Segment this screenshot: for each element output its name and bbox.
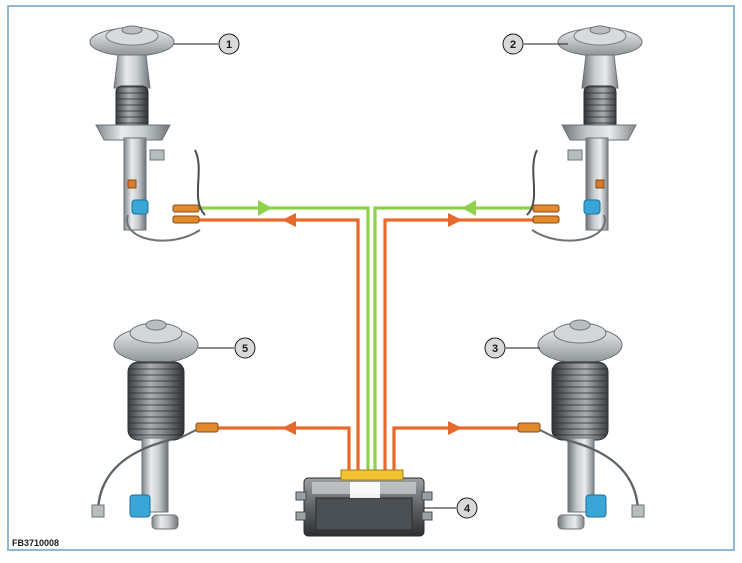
callout-circle-1: [218, 33, 240, 55]
callout-circle-5: [234, 337, 256, 359]
orange-line-front-right: [383, 218, 537, 474]
control-unit: [295, 469, 433, 537]
figure-id: FB3710008: [12, 538, 59, 548]
signal-lines: [198, 206, 537, 474]
orange-line-front-left: [198, 218, 360, 474]
arrow-green-front-left: [258, 200, 272, 216]
callout-label-4: 4: [464, 503, 471, 515]
front-right-strut: [526, 25, 643, 242]
callouts: 1 2 3 4 5: [174, 33, 568, 519]
callout-label-3: 3: [492, 343, 498, 355]
rear-left-strut: [91, 319, 219, 530]
signal-arrows: [258, 200, 476, 435]
arrow-orange-rear-right: [448, 421, 462, 435]
callout-circle-2: [502, 33, 524, 55]
orange-line-rear-left: [218, 426, 351, 474]
callout-circle-3: [484, 337, 506, 359]
green-line-front-left: [198, 206, 370, 474]
callout-label-5: 5: [242, 343, 248, 355]
front-left-strut: [89, 25, 206, 242]
green-line-front-right: [373, 206, 537, 474]
arrow-orange-front-right: [448, 213, 462, 227]
orange-line-rear-right: [392, 426, 524, 474]
callout-label-2: 2: [510, 39, 516, 51]
rear-right-strut: [517, 319, 645, 530]
arrow-orange-front-left: [282, 213, 296, 227]
callout-label-1: 1: [226, 39, 232, 51]
arrow-orange-rear-left: [282, 421, 296, 435]
control-unit-connector: [340, 469, 404, 481]
arrow-green-front-right: [462, 200, 476, 216]
callout-circle-4: [456, 497, 478, 519]
